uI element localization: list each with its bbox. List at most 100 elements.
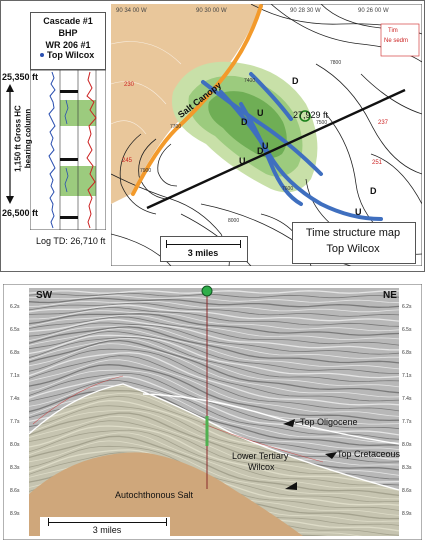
reflector-line	[29, 304, 399, 322]
reflector-line	[29, 435, 399, 497]
well-title-line-2: BHP	[58, 28, 78, 38]
reflector-line	[29, 325, 399, 359]
column-label-line-2: bearing column	[23, 108, 33, 169]
top-cretaceous-horizon	[29, 383, 399, 491]
reflector-line	[29, 359, 399, 417]
lon-label-2: 90 30 00 W	[196, 8, 227, 14]
top-cretaceous-arrow-icon	[325, 452, 337, 459]
seismic-section	[3, 284, 422, 540]
time-tick-label: 8.9s	[10, 511, 20, 517]
lower-tertiary-label-2: Wilcox	[248, 462, 275, 472]
reflector-line	[29, 415, 399, 476]
reflector-line	[29, 364, 399, 422]
time-tick-label: 6.8s	[402, 350, 412, 356]
time-tick-label: 8.0s	[402, 442, 412, 448]
time-tick-label: 6.8s	[10, 350, 20, 356]
contour-label-4: 7800	[330, 60, 342, 66]
gamma-ray-trace	[48, 71, 56, 229]
reflector-line	[29, 440, 399, 500]
seismic-line-trace	[146, 88, 406, 210]
reflector-line	[29, 326, 399, 364]
reflector-line	[29, 297, 399, 308]
reflector-line	[29, 399, 399, 460]
time-tick-label: 8.3s	[10, 465, 20, 471]
depth-range-arrow-icon	[6, 84, 14, 204]
red-tag-2: Ne sedm	[384, 38, 409, 44]
section-scale-label: 3 miles	[92, 525, 122, 535]
contour-label-6: 7700	[170, 124, 182, 130]
reflector-line	[29, 334, 399, 379]
autochthonous-salt-label: Autochthonous Salt	[115, 490, 194, 500]
map-scale-bar	[166, 244, 240, 245]
time-tick-label: 7.7s	[402, 419, 412, 425]
time-tick-label: 7.1s	[10, 373, 20, 379]
contour-label-3: 7600	[282, 186, 294, 192]
red-number-4: 237	[378, 120, 389, 126]
lon-label-3: 90 28 30 W	[290, 8, 321, 14]
column-label-wrap: 1,150 ft Gross HC bearing column	[4, 94, 33, 194]
well-log-traces	[30, 70, 106, 230]
well-depth-label: 27,929 ft	[293, 110, 329, 120]
reflector-line	[29, 322, 399, 355]
time-tick-label: 7.4s	[402, 396, 412, 402]
well-title-line-1: Cascade #1	[43, 16, 93, 26]
well-log-panel: Cascade #1 BHP WR 206 #1 Top Wilcox	[30, 8, 106, 230]
section-scale-bar	[48, 522, 166, 523]
reflector-line	[29, 307, 399, 327]
time-tick-label: 6.5s	[402, 327, 412, 333]
reflector-line	[29, 343, 399, 398]
reflector-line	[29, 338, 399, 388]
contour-lines-sand	[111, 41, 182, 135]
contour-label-7: 7900	[140, 168, 152, 174]
time-tick-label: 7.1s	[402, 373, 412, 379]
fault-traces	[201, 72, 383, 221]
well-title-box	[30, 12, 106, 70]
reflector-line	[29, 425, 399, 483]
reflector-line	[29, 412, 399, 471]
resistivity-trace	[86, 71, 97, 229]
fault-mark-u-2: U	[239, 156, 246, 166]
reflector-line	[29, 318, 399, 351]
reflector-line	[29, 429, 399, 486]
time-tick-label: 8.6s	[402, 488, 412, 494]
top-cretaceous-arrow2-icon	[285, 482, 297, 490]
reflector-line	[29, 380, 399, 440]
top-oligocene-arrow-icon	[283, 419, 295, 427]
fault-mark-d-1: D	[292, 76, 299, 86]
time-tick-label: 8.3s	[402, 465, 412, 471]
top-wilcox-marker-icon	[40, 53, 44, 57]
reflector-line	[29, 420, 399, 480]
map-scale-box	[160, 236, 248, 262]
contour-label-2: 7500	[316, 120, 328, 126]
reflector-line	[29, 314, 399, 340]
top-cretaceous-label: Top Cretaceous	[337, 449, 401, 459]
time-tick-label: 6.2s	[402, 304, 412, 310]
lower-tertiary-label-1: Lower Tertiary	[232, 451, 289, 461]
time-tick-label: 8.0s	[10, 442, 20, 448]
top-oligocene-horizon	[142, 393, 399, 445]
lon-label-4: 90 26 00 W	[358, 8, 389, 14]
structure-map	[111, 4, 422, 266]
reflector-line	[29, 372, 399, 430]
reflector-line	[29, 410, 399, 466]
time-tick-label: 6.2s	[10, 304, 20, 310]
lon-label-1: 90 34 00 W	[116, 8, 147, 14]
contour-label-1: 7400	[244, 78, 256, 84]
reflector-line	[29, 384, 399, 443]
time-tick-label: 7.7s	[10, 419, 20, 425]
reflector-line	[29, 339, 399, 394]
reflector-line	[29, 302, 399, 317]
time-tick-label: 8.9s	[402, 511, 412, 517]
top-oligocene-label: Top Oligocene	[300, 417, 358, 427]
map-scale-label: 3 miles	[187, 248, 219, 258]
fault-mark-d-3: D	[257, 146, 264, 156]
log-td-label: Log TD: 26,710 ft	[36, 236, 106, 246]
reflector-line	[29, 375, 399, 436]
reflector-line	[29, 313, 399, 336]
reflector-line	[29, 292, 399, 299]
column-label-line-1: 1,150 ft Gross HC	[13, 105, 23, 172]
time-tick-label: 8.6s	[10, 488, 20, 494]
reflector-line	[29, 295, 399, 304]
reflector-line	[29, 328, 399, 370]
